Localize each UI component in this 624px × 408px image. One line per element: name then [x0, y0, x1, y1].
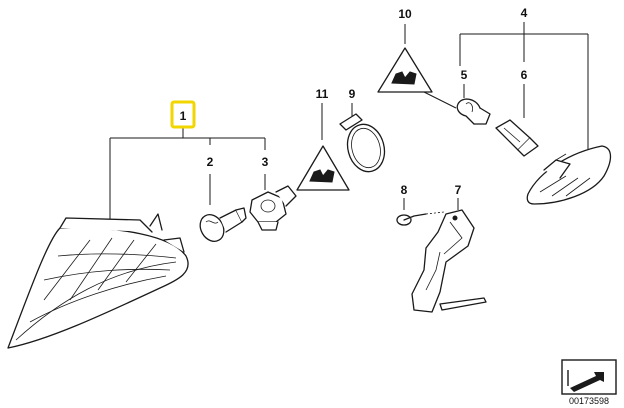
callout-numbers: 1 2 3 4 5 6 7 8 9 10 11	[180, 6, 528, 197]
callout-6[interactable]: 6	[521, 68, 528, 82]
arrow-icon	[567, 370, 604, 392]
wire-clip-part	[339, 113, 386, 173]
bracket-part	[411, 209, 487, 313]
warning-label-triangle-11	[296, 145, 350, 191]
catalog-number: 00173598	[569, 396, 609, 406]
catalog-stamp: 00173598	[561, 359, 617, 406]
callout-3[interactable]: 3	[262, 155, 269, 169]
bulb-part	[199, 207, 247, 242]
screw-part	[396, 211, 445, 226]
callout-1[interactable]: 1	[180, 109, 187, 123]
callout-9[interactable]: 9	[349, 87, 356, 101]
wedge-bulb-part	[495, 119, 539, 157]
callout-11[interactable]: 11	[316, 87, 329, 101]
indicator-lens-part	[7, 213, 189, 349]
callout-8[interactable]: 8	[401, 183, 408, 197]
bulb-socket-part	[249, 185, 297, 231]
callout-1-highlight	[170, 100, 196, 129]
callout-10[interactable]: 10	[398, 7, 412, 21]
side-marker-part	[526, 145, 612, 205]
warning-label-triangle-10	[377, 47, 433, 93]
callout-2[interactable]: 2	[207, 155, 214, 169]
callout-7[interactable]: 7	[455, 183, 462, 197]
callout-4[interactable]: 4	[521, 6, 528, 20]
small-bulb-part	[456, 98, 491, 125]
callout-5[interactable]: 5	[461, 68, 468, 82]
